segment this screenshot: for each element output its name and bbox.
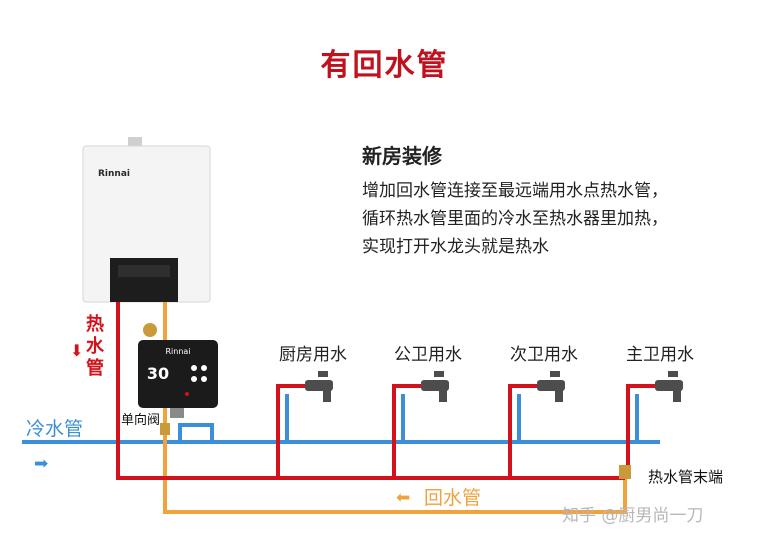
faucet [537, 371, 565, 402]
faucet [305, 371, 333, 402]
check-valve-label: 单向阀 [121, 412, 160, 428]
hot-pipe-arrow-down: ⬇ [70, 341, 83, 360]
cold-pipe-label: 冷水管 [26, 418, 83, 440]
faucet [421, 371, 449, 402]
return-pipe-arrow: ⬅ [396, 488, 410, 508]
description-line: 增加回水管连接至最远端用水点热水管， [362, 181, 668, 201]
hot-pipe-label: 管 [86, 357, 104, 379]
watermark: 知乎 @厨男尚一刀 [562, 506, 703, 526]
diagram-title: 有回水管 [320, 48, 449, 83]
cold-pipe-arrow: ➡ [34, 454, 48, 474]
faucet [655, 371, 683, 402]
description-line: 循环热水管里面的冷水至热水器里加热， [362, 209, 668, 229]
tap-label-master-bathroom: 主卫用水 [626, 345, 694, 365]
description-line: 实现打开水龙头就是热水 [362, 237, 549, 257]
water-heater: Rinnai [82, 137, 211, 303]
hot-pipe-end-label: 热水管末端 [648, 468, 723, 486]
circulation-pump: Rinnai 30 [138, 323, 218, 418]
heater-brand-logo: Rinnai [98, 169, 130, 179]
tap-label-second-bathroom: 次卫用水 [510, 345, 578, 365]
end-valve [619, 465, 631, 479]
description-block: 新房装修 增加回水管连接至最远端用水点热水管， 循环热水管里面的冷水至热水器里加… [362, 140, 668, 261]
return-pipe-label: 回水管 [424, 487, 481, 509]
hot-pipe-label: 热 [86, 313, 104, 335]
check-valve: 单向阀 [121, 412, 170, 435]
description-heading: 新房装修 [362, 144, 442, 168]
pump-display-reading: 30 [147, 364, 169, 383]
tap-label-kitchen: 厨房用水 [279, 345, 347, 365]
hot-pipe-label: 水 [86, 335, 105, 357]
tap-label-public-bathroom: 公卫用水 [394, 345, 462, 365]
cold-water-pipe [22, 394, 660, 444]
pump-brand-logo: Rinnai [165, 347, 190, 356]
hot-water-pipe [116, 302, 655, 480]
